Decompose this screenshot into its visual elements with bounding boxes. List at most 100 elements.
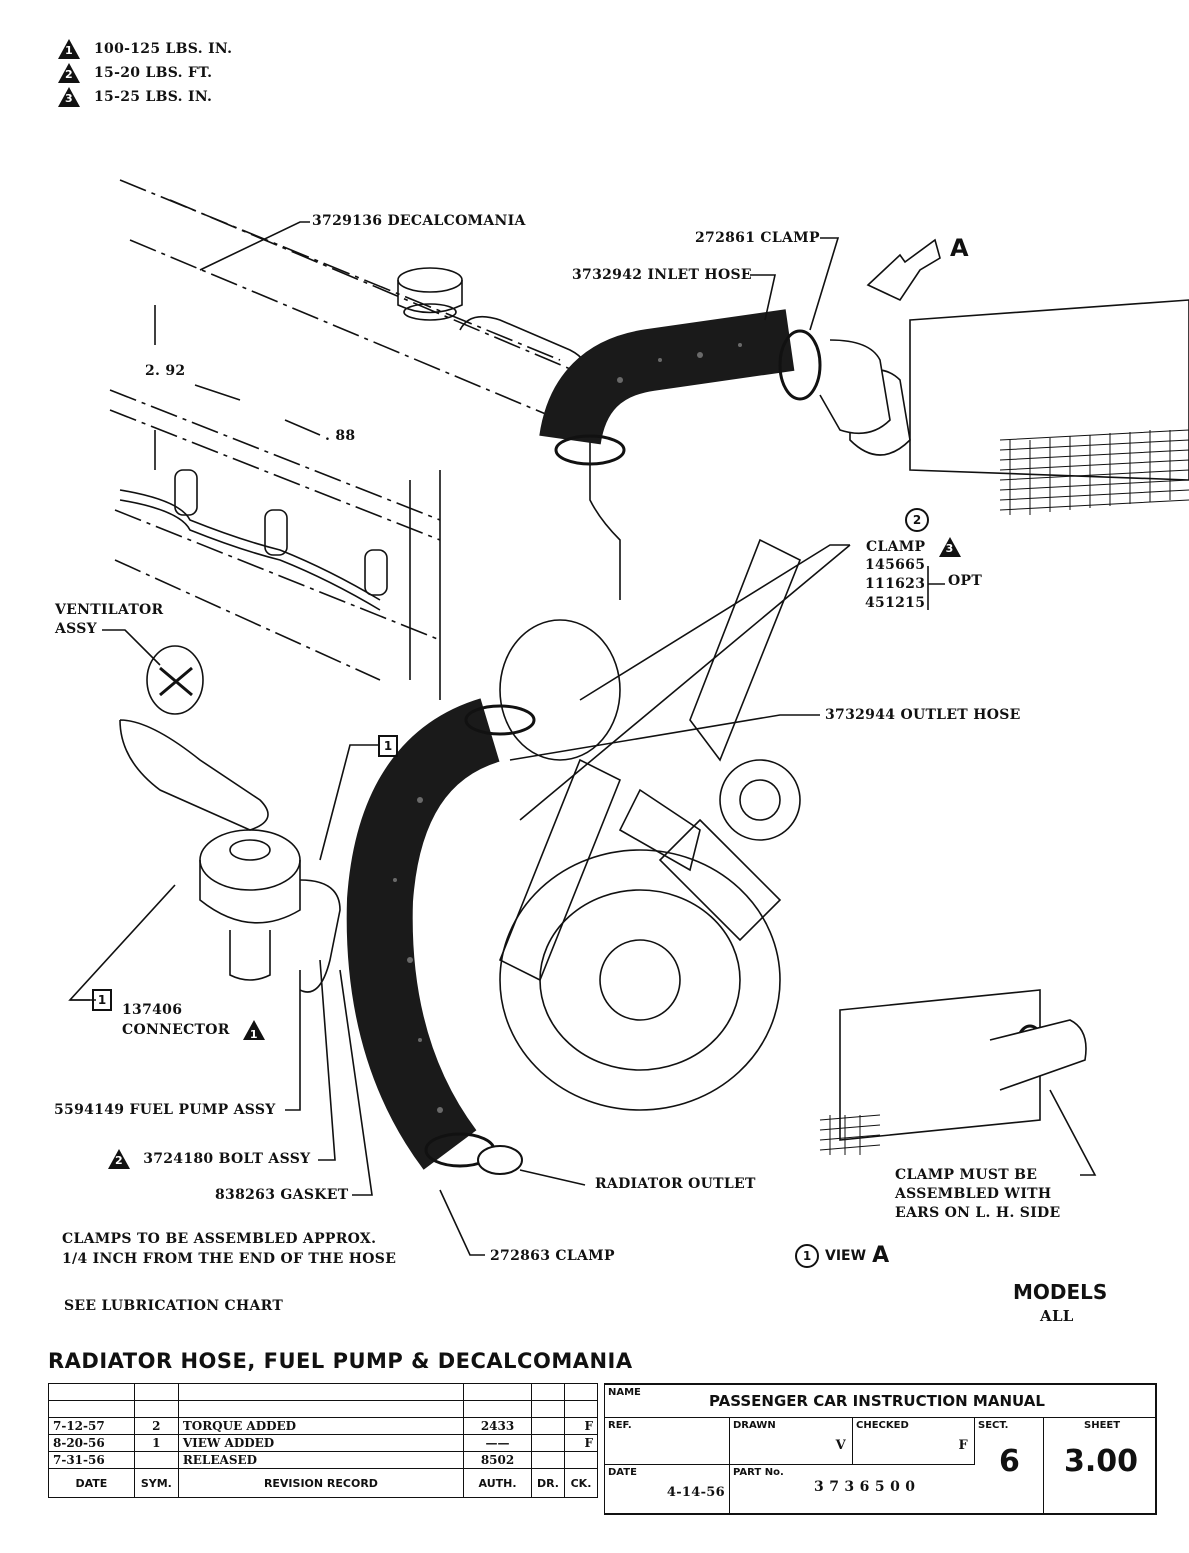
part-number: 111623	[865, 576, 926, 592]
torque-triangle-icon: 3	[58, 87, 80, 107]
date-cell: DATE 4-14-56	[605, 1465, 730, 1513]
callout-radiator-outlet: RADIATOR OUTLET	[595, 1176, 756, 1192]
rev-sym: 1	[133, 1434, 179, 1452]
legend-row: 2 15-20 LBS. FT.	[58, 61, 232, 85]
callout-ventilator: VENTILATOR ASSY	[55, 601, 164, 639]
leader-lines	[68, 221, 1097, 1256]
header-date: DATE	[48, 1468, 135, 1498]
connector-box-icon: 1	[92, 989, 112, 1011]
checked-value: F	[958, 1438, 968, 1453]
part-number-cell: PART No. 3 7 3 6 5 0 0	[730, 1465, 974, 1513]
rev-desc: VIEW ADDED	[177, 1434, 465, 1452]
checked-label: CHECKED	[856, 1420, 909, 1431]
legend-row: 3 15-25 LBS. IN.	[58, 85, 232, 109]
callout-connector: 137406 CONNECTOR 1	[122, 1001, 265, 1041]
clamp-assembly-note: CLAMP MUST BE ASSEMBLED WITH EARS ON L. …	[895, 1166, 1060, 1223]
callout-clamp-272863: 272863 CLAMP	[490, 1248, 615, 1264]
header-revision-record: REVISION RECORD	[177, 1468, 465, 1498]
callout-fuel-pump: 5594149 FUEL PUMP ASSY	[54, 1102, 276, 1118]
sect-cell: SECT. 6	[975, 1418, 1044, 1513]
table-header-row: DATE SYM. REVISION RECORD AUTH. DR. CK.	[48, 1468, 599, 1498]
inlet-hose	[539, 309, 795, 446]
title-block: NAME PASSENGER CAR INSTRUCTION MANUAL RE…	[604, 1383, 1157, 1515]
view-label: VIEW	[825, 1247, 867, 1264]
view-circle-icon: 1	[795, 1243, 819, 1268]
clamp-upper-inlet	[554, 434, 626, 466]
connector-box-icon: 1	[378, 735, 398, 757]
header-dr: DR.	[531, 1468, 565, 1498]
drawn-cell: DRAWN V	[730, 1418, 853, 1465]
rev-auth: ——	[463, 1434, 532, 1452]
header-auth: AUTH.	[463, 1468, 532, 1498]
dimension-2-92: 2. 92	[145, 363, 186, 379]
torque-triangle-icon: 3	[938, 537, 961, 557]
name-cell: NAME PASSENGER CAR INSTRUCTION MANUAL	[605, 1385, 1155, 1418]
rev-auth: 8502	[463, 1451, 532, 1469]
connector-ref-box: 1	[92, 989, 112, 1011]
ventilator-line: VENTILATOR	[55, 602, 164, 618]
name-label: NAME	[608, 1387, 641, 1398]
bolt-assy-label: 3724180 BOLT ASSY	[143, 1151, 311, 1167]
callout-clamp-272861: 272861 CLAMP	[695, 230, 820, 246]
date-value: 4-14-56	[666, 1485, 725, 1500]
callout-bolt-assy: 2 3724180 BOLT ASSY	[108, 1149, 310, 1169]
rev-auth: 2433	[463, 1417, 532, 1435]
name-value: PASSENGER CAR INSTRUCTION MANUAL	[709, 1392, 1045, 1410]
callout-clamp-option: CLAMP 3	[866, 537, 961, 557]
rev-ck: F	[563, 1434, 599, 1452]
connector-label: CONNECTOR	[122, 1022, 230, 1038]
table-row	[48, 1383, 599, 1401]
sheet-value: 3.00	[1064, 1444, 1139, 1479]
revision-circle-icon: 2	[905, 508, 929, 532]
rev-desc: RELEASED	[177, 1451, 465, 1469]
radiator-core-mesh	[819, 429, 1189, 1155]
rev-date: 7-31-56	[48, 1451, 135, 1469]
rev-desc: TORQUE ADDED	[177, 1417, 465, 1435]
view-arrow-letter: A	[950, 234, 969, 262]
lubrication-note: SEE LUBRICATION CHART	[64, 1298, 284, 1314]
rev-date: 7-12-57	[48, 1417, 135, 1435]
sect-value: 6	[999, 1444, 1020, 1479]
legend-row: 1 100-125 LBS. IN.	[58, 37, 232, 61]
clamps-note: CLAMPS TO BE ASSEMBLED APPROX. 1/4 INCH …	[62, 1229, 396, 1269]
clamp-option-label: CLAMP	[866, 539, 926, 555]
clamp-option-group: 2	[905, 508, 929, 532]
connector-ref-box-top: 1	[378, 735, 398, 757]
models-label: MODELS	[1013, 1280, 1108, 1304]
part-value: 3 7 3 6 5 0 0	[814, 1479, 916, 1495]
note-line: EARS ON L. H. SIDE	[895, 1205, 1061, 1221]
clamp-272861	[778, 329, 822, 401]
note-line: CLAMPS TO BE ASSEMBLED APPROX.	[62, 1231, 377, 1247]
models-value: ALL	[1040, 1307, 1074, 1325]
note-line: 1/4 INCH FROM THE END OF THE HOSE	[62, 1251, 397, 1267]
drawn-label: DRAWN	[733, 1420, 776, 1431]
connector-part: 137406	[122, 1002, 183, 1018]
callout-decalcomania: 3729136 DECALCOMANIA	[312, 213, 526, 229]
callout-gasket: 838263 GASKET	[215, 1187, 349, 1203]
clamp-outlet-top	[464, 704, 536, 736]
callout-outlet-hose: 3732944 OUTLET HOSE	[825, 707, 1021, 723]
torque-value: 15-20 LBS. FT.	[94, 65, 213, 81]
sect-label: SECT.	[978, 1420, 1009, 1431]
sheet-label: SHEET	[1084, 1420, 1121, 1431]
radiator-outlet-pipe	[477, 1145, 523, 1175]
option-label: OPT	[948, 573, 983, 589]
date-label: DATE	[608, 1467, 637, 1478]
header-ck: CK.	[563, 1468, 599, 1498]
ventilator-line: ASSY	[55, 621, 97, 637]
torque-value: 15-25 LBS. IN.	[94, 89, 213, 105]
rev-dr	[531, 1434, 565, 1452]
checked-cell: CHECKED F	[853, 1418, 975, 1465]
table-row	[48, 1400, 599, 1418]
rev-sym	[133, 1451, 179, 1469]
ref-label: REF.	[608, 1420, 632, 1431]
torque-legend: 1 100-125 LBS. IN. 2 15-20 LBS. FT. 3 15…	[58, 37, 232, 109]
sheet-cell: SHEET 3.00	[1044, 1418, 1155, 1513]
torque-triangle-icon: 2	[108, 1149, 130, 1169]
drawn-value: V	[835, 1438, 846, 1453]
